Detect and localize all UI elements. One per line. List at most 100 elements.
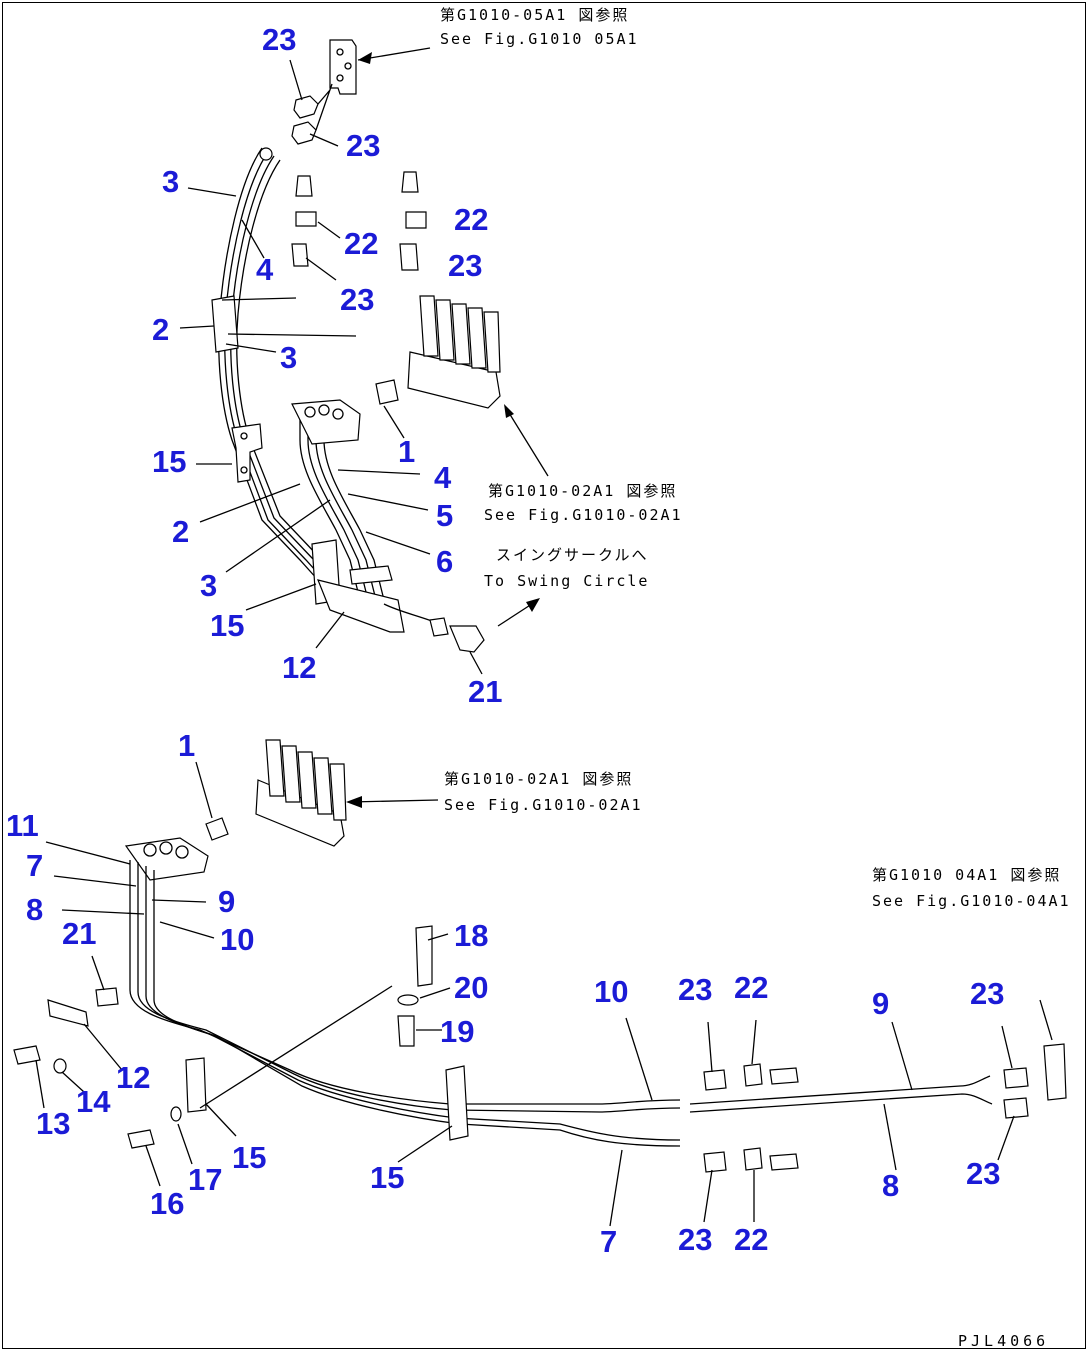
lower-tube-bundle [124,837,993,1147]
mid-fittings-upper [703,1063,799,1091]
right-ref-leader [1039,999,1053,1041]
clamp-assembly-15-mid [311,539,405,633]
valve2-ref-leader [349,799,439,803]
callout: 1 [178,728,195,763]
callout: 4 [256,252,274,287]
valve2-ref-en: See Fig.G1010-02A1 [444,796,643,814]
callout: 6 [436,544,453,579]
callout: 3 [280,340,297,375]
callout: 3 [200,568,217,603]
loose-fittings-right [399,171,427,271]
callout: 15 [370,1160,404,1195]
valve-block-lower [205,739,347,847]
callout: 12 [116,1060,150,1095]
mid-fittings-lower [703,1147,799,1173]
upper-fitting-23b [291,121,317,145]
right-ref-en: See Fig.G1010-04A1 [872,892,1071,910]
top-bracket [329,39,357,95]
callout: 23 [340,282,374,317]
callout: 23 [678,1222,712,1257]
callout: 23 [966,1156,1000,1191]
callout: 23 [346,128,380,163]
callout: 7 [26,848,43,883]
callout: 19 [440,1014,474,1049]
callout: 15 [232,1140,266,1175]
callout: 16 [150,1186,184,1221]
tube-clamp-upper [211,295,239,353]
valve-ref-jp: 第G1010-02A1 図参照 [488,482,677,500]
callout: 22 [734,1222,768,1257]
callout: 22 [734,970,768,1005]
callout: 8 [26,892,43,927]
plate-12-lower [47,999,89,1027]
callout: 21 [62,916,96,951]
callout: 18 [454,918,488,953]
valve2-ref-jp: 第G1010-02A1 図参照 [444,770,633,788]
bracket-18 [415,925,433,987]
valve2-ref-arrowhead [346,796,362,808]
callout: 2 [172,514,189,549]
callout: 10 [594,974,628,1009]
callout: 13 [36,1106,70,1141]
callout: 12 [282,650,316,685]
washer-14 [53,1058,67,1074]
valve-ref-leader [505,407,549,477]
callout: 22 [454,202,488,237]
callout: 21 [468,674,502,709]
callout: 8 [882,1168,899,1203]
plate-15-lower-left [185,1057,207,1113]
valve-ref-arrowhead [504,404,514,418]
elbow-21-lower [95,987,119,1007]
right-ref-jp: 第G1010 04A1 図参照 [872,866,1061,884]
right-end-bracket [1043,1043,1067,1101]
top-ref-en: See Fig.G1010 05A1 [440,30,639,48]
callout: 3 [162,164,179,199]
bolt-16 [127,1129,155,1149]
elbow-21-upper [449,625,485,653]
top-ref-arrowhead [358,52,372,64]
callout: 23 [448,248,482,283]
swing-en: To Swing Circle [484,572,649,590]
callout: 4 [434,460,452,495]
callout: 5 [436,498,453,533]
clamp-15-lower-mid [445,1065,469,1141]
end-fitting-23-upper [1003,1067,1029,1089]
lower-left-tube-bundle [291,399,385,601]
callout: 22 [344,226,378,261]
callout: 2 [152,312,169,347]
callout: 23 [262,22,296,57]
callout: 17 [188,1162,222,1197]
callout: 14 [76,1084,111,1119]
callout: 15 [152,444,186,479]
upper-leader-lines [179,59,483,675]
bolt-19 [397,1015,415,1047]
end-fitting-23-lower [1003,1097,1029,1119]
callout: 23 [970,976,1004,1011]
callout: 20 [454,970,488,1005]
swing-jp: スイングサークルへ [496,546,649,564]
fitting-links [315,83,333,131]
callout: 9 [872,986,889,1021]
callout: 11 [6,808,39,843]
callout: 23 [678,972,712,1007]
callout: 7 [600,1224,617,1259]
upper-fitting-23a [293,95,319,119]
callout: 1 [398,434,415,469]
callout: 10 [220,922,254,957]
bolt-13 [13,1045,41,1065]
loose-fittings-left [291,175,317,267]
swing-arrow-head [526,598,540,612]
callout: 15 [210,608,244,643]
valve-ref-en: See Fig.G1010-02A1 [484,506,683,524]
lower-leader-lines [35,761,1015,1227]
washer-17 [170,1106,182,1122]
callout: 9 [218,884,235,919]
swing-fitting-small [429,617,449,637]
washer-20 [397,994,419,1006]
top-ref-jp: 第G1010-05A1 図参照 [440,6,629,24]
bracket-15-upper-left [231,423,263,483]
